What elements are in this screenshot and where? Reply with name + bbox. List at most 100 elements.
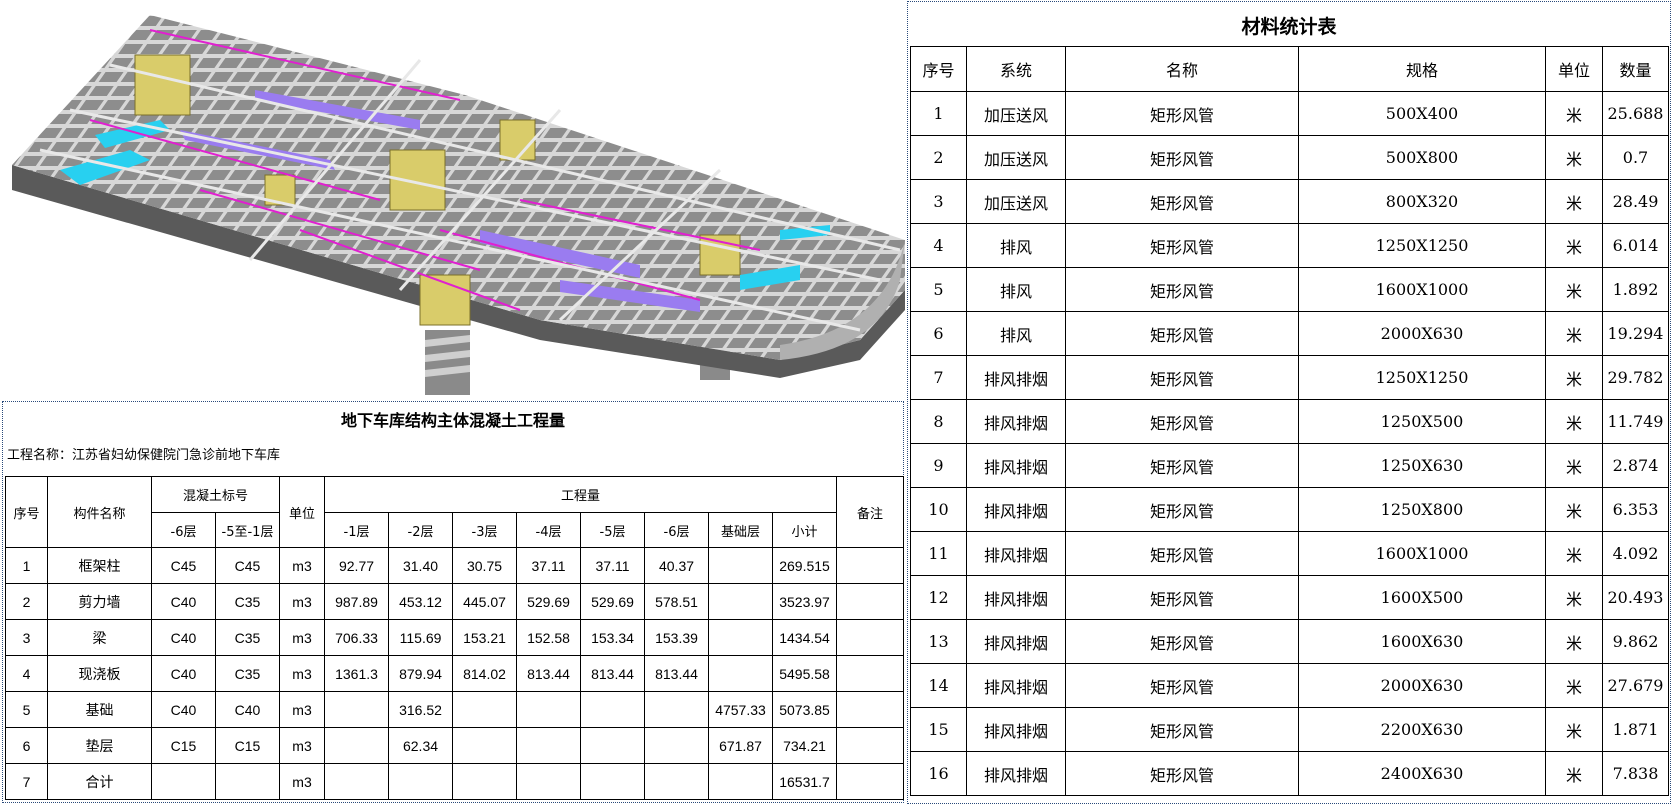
cell-quantity: 28.49	[1602, 179, 1669, 224]
header-grade-b6: -6层	[151, 512, 216, 548]
cell-subtotal: 5495.58	[772, 655, 838, 692]
cell-name: 矩形风管	[1065, 311, 1299, 356]
cell-index: 4	[910, 223, 967, 268]
cell-grade-b6: C40	[151, 655, 216, 692]
cell-name: 矩形风管	[1065, 91, 1299, 136]
header-level: -5层	[580, 512, 646, 548]
cell-quantity: 529.69	[580, 583, 646, 620]
cell-quantity: 29.782	[1602, 355, 1669, 400]
cell-subtotal: 16531.7	[772, 763, 838, 800]
cell-unit: m3	[279, 655, 326, 692]
header-spec: 规格	[1298, 46, 1546, 92]
cell-system: 排风排烟	[966, 443, 1066, 488]
header-level: -2层	[388, 512, 454, 548]
cell-index: 3	[5, 619, 48, 656]
cell-spec: 2400X630	[1298, 751, 1546, 796]
cell-quantity	[580, 763, 646, 800]
cell-unit: 米	[1545, 663, 1603, 708]
cell-unit: 米	[1545, 223, 1603, 268]
header-quantity-group: 工程量	[324, 476, 838, 513]
cell-grade-b6: C40	[151, 619, 216, 656]
cell-quantity: 20.493	[1602, 575, 1669, 620]
cell-remark	[836, 547, 905, 584]
cell-index: 9	[910, 443, 967, 488]
cell-subtotal: 3523.97	[772, 583, 838, 620]
header-system: 系统	[966, 46, 1066, 92]
cell-index: 6	[910, 311, 967, 356]
cell-subtotal: 269.515	[772, 547, 838, 584]
cell-grade-b5-b1: C35	[214, 619, 281, 656]
cell-index: 13	[910, 619, 967, 664]
cell-grade-b6: C15	[151, 727, 216, 764]
header-remark: 备注	[836, 476, 905, 548]
cell-quantity: 7.838	[1602, 751, 1669, 796]
cell-unit: 米	[1545, 91, 1603, 136]
cell-quantity	[708, 583, 774, 620]
cell-unit: 米	[1545, 267, 1603, 312]
cell-quantity: 316.52	[388, 691, 454, 728]
cell-quantity: 578.51	[644, 583, 710, 620]
cell-grade-b5-b1: C35	[214, 583, 281, 620]
cell-index: 16	[910, 751, 967, 796]
cell-spec: 2000X630	[1298, 663, 1546, 708]
cell-quantity	[452, 691, 518, 728]
cell-quantity: 37.11	[580, 547, 646, 584]
beams	[39, 59, 901, 332]
header-level: -3层	[452, 512, 518, 548]
cell-name: 矩形风管	[1065, 487, 1299, 532]
concrete-table-title: 地下车库结构主体混凝土工程量	[340, 411, 565, 430]
header-grade-group: 混凝土标号	[150, 476, 281, 513]
cell-quantity: 30.75	[452, 547, 518, 584]
cell-spec: 1250X1250	[1298, 355, 1546, 400]
cell-name: 矩形风管	[1065, 399, 1299, 444]
cell-quantity: 1361.3	[324, 655, 390, 692]
cell-quantity: 814.02	[452, 655, 518, 692]
cell-unit: m3	[279, 691, 326, 728]
cell-unit: 米	[1545, 619, 1603, 664]
header-grade-b5-b1: -5至-1层	[214, 512, 281, 548]
cell-subtotal: 734.21	[772, 727, 838, 764]
cell-index: 4	[5, 655, 48, 692]
cell-spec: 1600X1000	[1298, 531, 1546, 576]
cell-index: 3	[910, 179, 967, 224]
cell-unit: 米	[1545, 487, 1603, 532]
cell-quantity: 31.40	[388, 547, 454, 584]
cell-system: 排风排烟	[966, 751, 1066, 796]
cell-quantity	[708, 763, 774, 800]
cell-quantity: 813.44	[516, 655, 582, 692]
cell-unit: 米	[1545, 751, 1603, 796]
cell-quantity	[324, 691, 390, 728]
cell-quantity	[324, 763, 390, 800]
header-level-foundation: 基础层	[708, 512, 774, 548]
slab-rounded-end	[780, 240, 905, 360]
cell-component: 剪力墙	[47, 583, 152, 620]
cell-grade-b6: C45	[151, 547, 216, 584]
cell-spec: 1250X800	[1298, 487, 1546, 532]
cell-quantity	[708, 655, 774, 692]
header-unit: 单位	[279, 476, 326, 548]
cell-quantity: 152.58	[516, 619, 582, 656]
bim-3d-model-view	[12, 15, 905, 395]
cell-quantity	[580, 691, 646, 728]
cell-index: 11	[910, 531, 967, 576]
header-component: 构件名称	[47, 476, 152, 548]
cell-unit: 米	[1545, 443, 1603, 488]
cell-grade-b5-b1: C40	[214, 691, 281, 728]
concrete-quantity-table: 序号 构件名称 混凝土标号 单位 工程量 备注 -6层 -5至-1层 -1层 -…	[5, 476, 905, 800]
cell-grade-b6: C40	[151, 583, 216, 620]
cell-quantity: 37.11	[516, 547, 582, 584]
cell-grade-b5-b1	[214, 763, 281, 800]
cell-remark	[836, 727, 905, 764]
cell-remark	[836, 583, 905, 620]
concrete-quantity-panel: 地下车库结构主体混凝土工程量 工程名称：江苏省妇幼保健院门急诊前地下车库 序号 …	[2, 401, 905, 803]
cell-unit: m3	[279, 619, 326, 656]
cell-grade-b5-b1: C15	[214, 727, 281, 764]
header-level: -4层	[516, 512, 582, 548]
